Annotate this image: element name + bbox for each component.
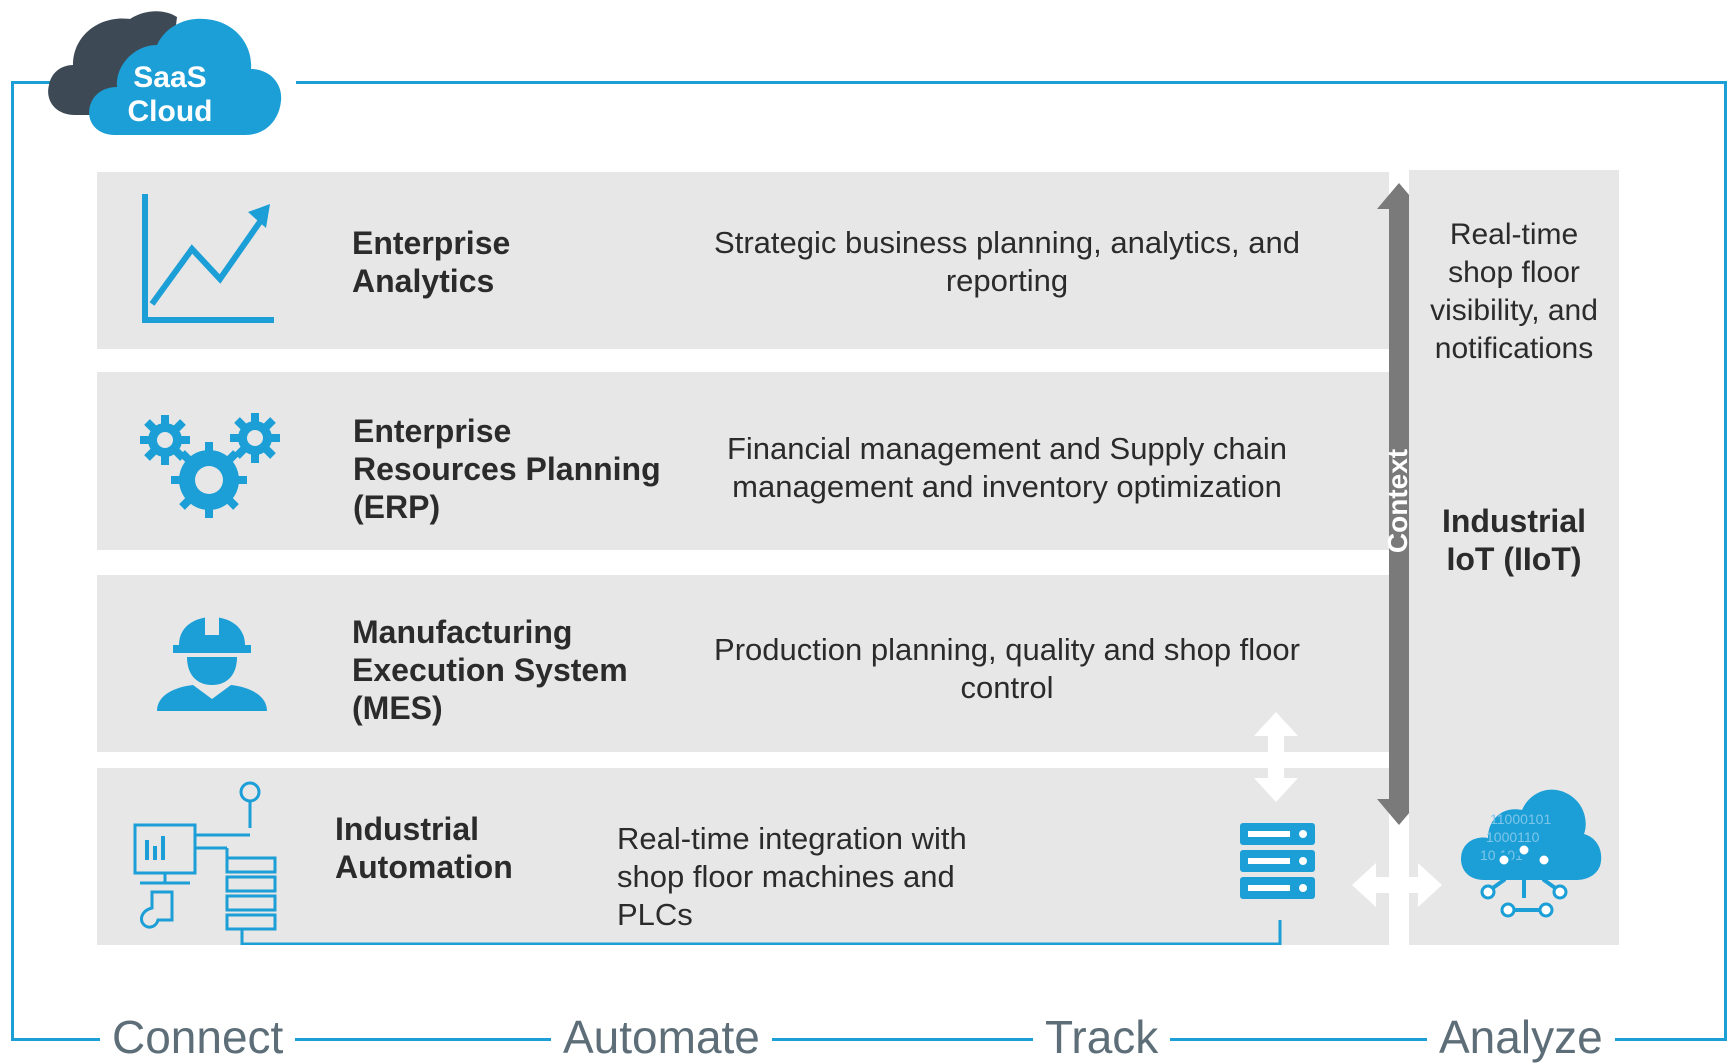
stage-analyze: Analyze xyxy=(1427,1010,1615,1064)
worker-icon xyxy=(157,617,267,711)
row-desc-mes: Production planning, quality and shop fl… xyxy=(714,632,1300,705)
row-desc-industrial-automation: Real-time integration with shop floor ma… xyxy=(617,821,967,932)
row-title-erp: Enterprise Resources Planning (ERP) xyxy=(353,413,661,525)
frame-top-line-left xyxy=(11,81,61,84)
cloud-label-line1: SaaS xyxy=(133,61,206,94)
gears-icon xyxy=(140,413,280,518)
svg-text:11000101: 11000101 xyxy=(1490,811,1551,827)
automation-icon xyxy=(133,781,1282,945)
stage-track: Track xyxy=(1033,1010,1171,1064)
iiot-panel: Real-time shop floor visibility, and not… xyxy=(1409,170,1619,945)
iot-cloud-icon: 11000101 1000110 10 101 xyxy=(1460,789,1602,918)
row-desc-enterprise-analytics: Strategic business planning, analytics, … xyxy=(714,225,1300,298)
server-icon xyxy=(1240,823,1315,899)
iiot-subtitle: Real-time shop floor visibility, and not… xyxy=(1430,218,1598,365)
frame-bottom-line xyxy=(11,1038,1727,1041)
row-enterprise-analytics: Enterprise Analytics Strategic business … xyxy=(97,172,1389,349)
horizontal-double-arrow xyxy=(1352,863,1442,907)
iiot-title: Industrial IoT (IIoT) xyxy=(1441,503,1586,577)
row-title-enterprise-analytics: Enterprise Analytics xyxy=(352,225,511,299)
row-industrial-automation: Industrial Automation Real-time integrat… xyxy=(97,768,1389,945)
line-chart-icon xyxy=(142,194,274,323)
frame-right-line xyxy=(1724,81,1727,1041)
frame-top-line xyxy=(296,81,1727,84)
cloud-label-line2: Cloud xyxy=(128,95,213,128)
stage-connect: Connect xyxy=(100,1010,296,1064)
vertical-double-arrow xyxy=(1254,712,1298,802)
stage-automate: Automate xyxy=(551,1010,772,1064)
row-title-industrial-automation: Industrial Automation xyxy=(335,811,513,885)
frame-left-line xyxy=(11,81,14,1041)
context-arrow xyxy=(1377,183,1421,825)
row-desc-erp: Financial management and Supply chain ma… xyxy=(726,431,1288,504)
row-title-mes: Manufacturing Execution System (MES) xyxy=(352,614,628,726)
saas-cloud-icon: SaaS Cloud xyxy=(48,11,282,135)
row-mes: Manufacturing Execution System (MES) Pro… xyxy=(97,575,1389,752)
svg-text:1000110: 1000110 xyxy=(1486,829,1540,845)
row-erp: Enterprise Resources Planning (ERP) Fina… xyxy=(97,372,1389,550)
